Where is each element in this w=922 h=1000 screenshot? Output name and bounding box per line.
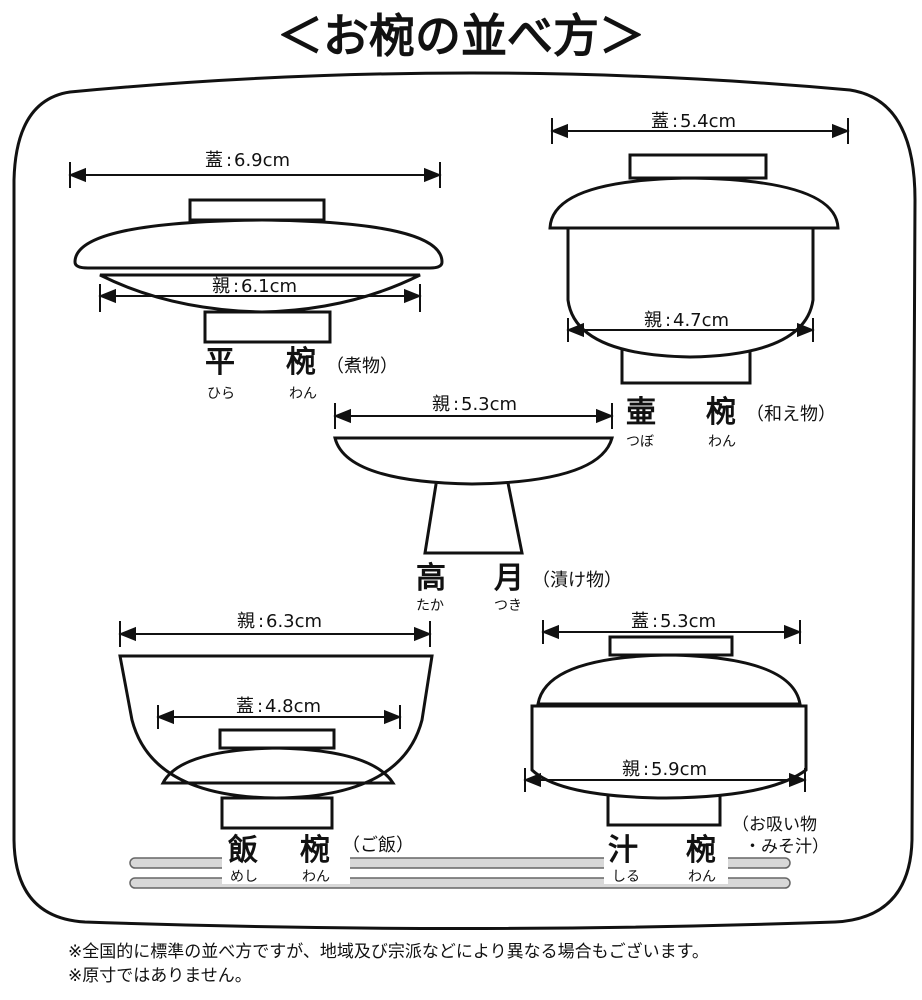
meshi-wan-lid-size: 4.8cm <box>265 696 321 717</box>
tsubo-wan-bowl <box>566 226 815 359</box>
tray-outline <box>12 71 917 930</box>
hira-wan-lid <box>73 218 444 270</box>
takatsuki-kanji-2: 月 <box>494 561 524 596</box>
meshi-wan-lid-label: 蓋 <box>236 696 254 717</box>
meshi-wan-kanji-2: 椀 <box>300 833 330 868</box>
hira-wan-reading-2: わん <box>289 386 317 402</box>
shiru-wan-kanji-2: 椀 <box>686 833 716 868</box>
takatsuki-dish: （漬け物） <box>532 570 622 591</box>
colon: : <box>226 150 232 171</box>
shiru-wan-foot <box>606 793 722 827</box>
colon: : <box>258 611 264 632</box>
hira-wan-kanji-1: 平 <box>205 345 235 380</box>
tsubo-wan-lid-size: 5.4cm <box>680 111 736 132</box>
tsubo-wan-dish: （和え物） <box>746 404 836 425</box>
shiru-wan-lid-knob <box>608 635 734 657</box>
page-title: ＜お椀の並べ方＞ <box>277 9 645 63</box>
meshi-wan-label-backdrop <box>222 832 350 884</box>
shiru-wan-illustration <box>530 635 808 827</box>
meshi-wan-foot <box>220 796 334 830</box>
hira-wan-group: 蓋 : 6.9cm 親 : 6.1cm 平 椀 （煮物） ひら わん <box>68 150 444 402</box>
shiru-wan-kanji-1: 汁 <box>608 833 638 868</box>
tsubo-wan-lid-knob <box>628 153 768 180</box>
footnotes: ※全国的に標準の並べ方ですが、地域及び宗派などにより異なる場合もございます。 ※… <box>68 940 709 988</box>
tsubo-wan-lid <box>548 176 840 230</box>
shiru-wan-body-size: 5.9cm <box>651 759 707 780</box>
colon: : <box>652 611 658 632</box>
hira-wan-reading-1: ひら <box>207 386 235 402</box>
colon: : <box>233 276 239 297</box>
hira-wan-kanji-2: 椀 <box>286 345 316 380</box>
hira-wan-body-label: 親 <box>212 276 230 297</box>
tsubo-wan-body-size: 4.7cm <box>673 310 729 331</box>
takatsuki-body-size: 5.3cm <box>461 394 517 415</box>
shiru-wan-lid <box>536 653 802 706</box>
shiru-wan-group: 蓋 : 5.3cm 親 : 5.9cm 汁 椀 しる わん （お吸い物 ・みそ汁… <box>523 611 829 885</box>
takatsuki-group: 親 : 5.3cm 高 月 （漬け物） たか つき <box>333 394 622 614</box>
colon: : <box>453 394 459 415</box>
hira-wan-lid-knob <box>188 198 326 222</box>
shiru-wan-label-backdrop <box>604 832 728 884</box>
tsubo-wan-group: 蓋 : 5.4cm 親 : 4.7cm 壷 椀 （和え物） つぼ わん <box>548 111 850 450</box>
tsubo-wan-lid-label: 蓋 <box>651 111 669 132</box>
takatsuki-dish <box>333 436 614 486</box>
meshi-wan-group: 親 : 6.3cm 蓋 : 4.8cm 飯 椀 （ご飯） めし わん <box>118 611 434 885</box>
shiru-wan-dish-line-2: ・みそ汁） <box>744 837 829 857</box>
takatsuki-kanji-1: 高 <box>416 561 446 596</box>
tsubo-wan-reading-2: わん <box>708 434 736 450</box>
hira-wan-lid-size: 6.9cm <box>234 150 290 171</box>
shiru-wan-dish-line-1: （お吸い物 <box>732 815 817 835</box>
hira-wan-lid-label: 蓋 <box>205 150 223 171</box>
shiru-wan-lid-label: 蓋 <box>631 611 649 632</box>
tsubo-wan-kanji-2: 椀 <box>706 395 736 430</box>
takatsuki-illustration <box>333 436 614 555</box>
tsubo-wan-kanji-1: 壷 <box>626 395 656 430</box>
meshi-wan-illustration <box>118 654 434 830</box>
takatsuki-stand <box>423 476 524 555</box>
colon: : <box>665 310 671 331</box>
colon: : <box>672 111 678 132</box>
tsubo-wan-reading-1: つぼ <box>626 434 654 450</box>
meshi-wan-body-label: 親 <box>237 611 255 632</box>
takatsuki-reading-1: たか <box>416 598 444 614</box>
meshi-wan-kanji-1: 飯 <box>228 833 258 868</box>
takatsuki-reading-2: つき <box>494 598 522 614</box>
takatsuki-body-label: 親 <box>432 394 450 415</box>
tsubo-wan-illustration <box>548 153 840 385</box>
footnote-regional-variation: ※全国的に標準の並べ方ですが、地域及び宗派などにより異なる場合もございます。 <box>68 942 709 962</box>
meshi-wan-dish: （ご飯） <box>342 835 414 856</box>
meshi-wan-body-size: 6.3cm <box>266 611 322 632</box>
hira-wan-dish: （煮物） <box>326 356 398 377</box>
meshi-wan-reading-1: めし <box>230 869 258 885</box>
shiru-wan-reading-2: わん <box>688 869 716 885</box>
meshi-wan-reading-2: わん <box>302 869 330 885</box>
shiru-wan-reading-1: しる <box>612 869 640 885</box>
colon: : <box>643 759 649 780</box>
shiru-wan-bowl <box>530 704 808 800</box>
colon: : <box>257 696 263 717</box>
hira-wan-body-size: 6.1cm <box>241 276 297 297</box>
shiru-wan-body-label: 親 <box>622 759 640 780</box>
meshi-wan-lid-knob <box>218 728 336 750</box>
footnote-not-actual-size: ※原寸ではありません。 <box>68 966 252 986</box>
shiru-wan-lid-size: 5.3cm <box>660 611 716 632</box>
hira-wan-foot <box>203 310 332 344</box>
hira-wan-illustration <box>73 198 444 344</box>
meshi-wan-bowl <box>118 654 434 800</box>
tsubo-wan-body-label: 親 <box>644 310 662 331</box>
